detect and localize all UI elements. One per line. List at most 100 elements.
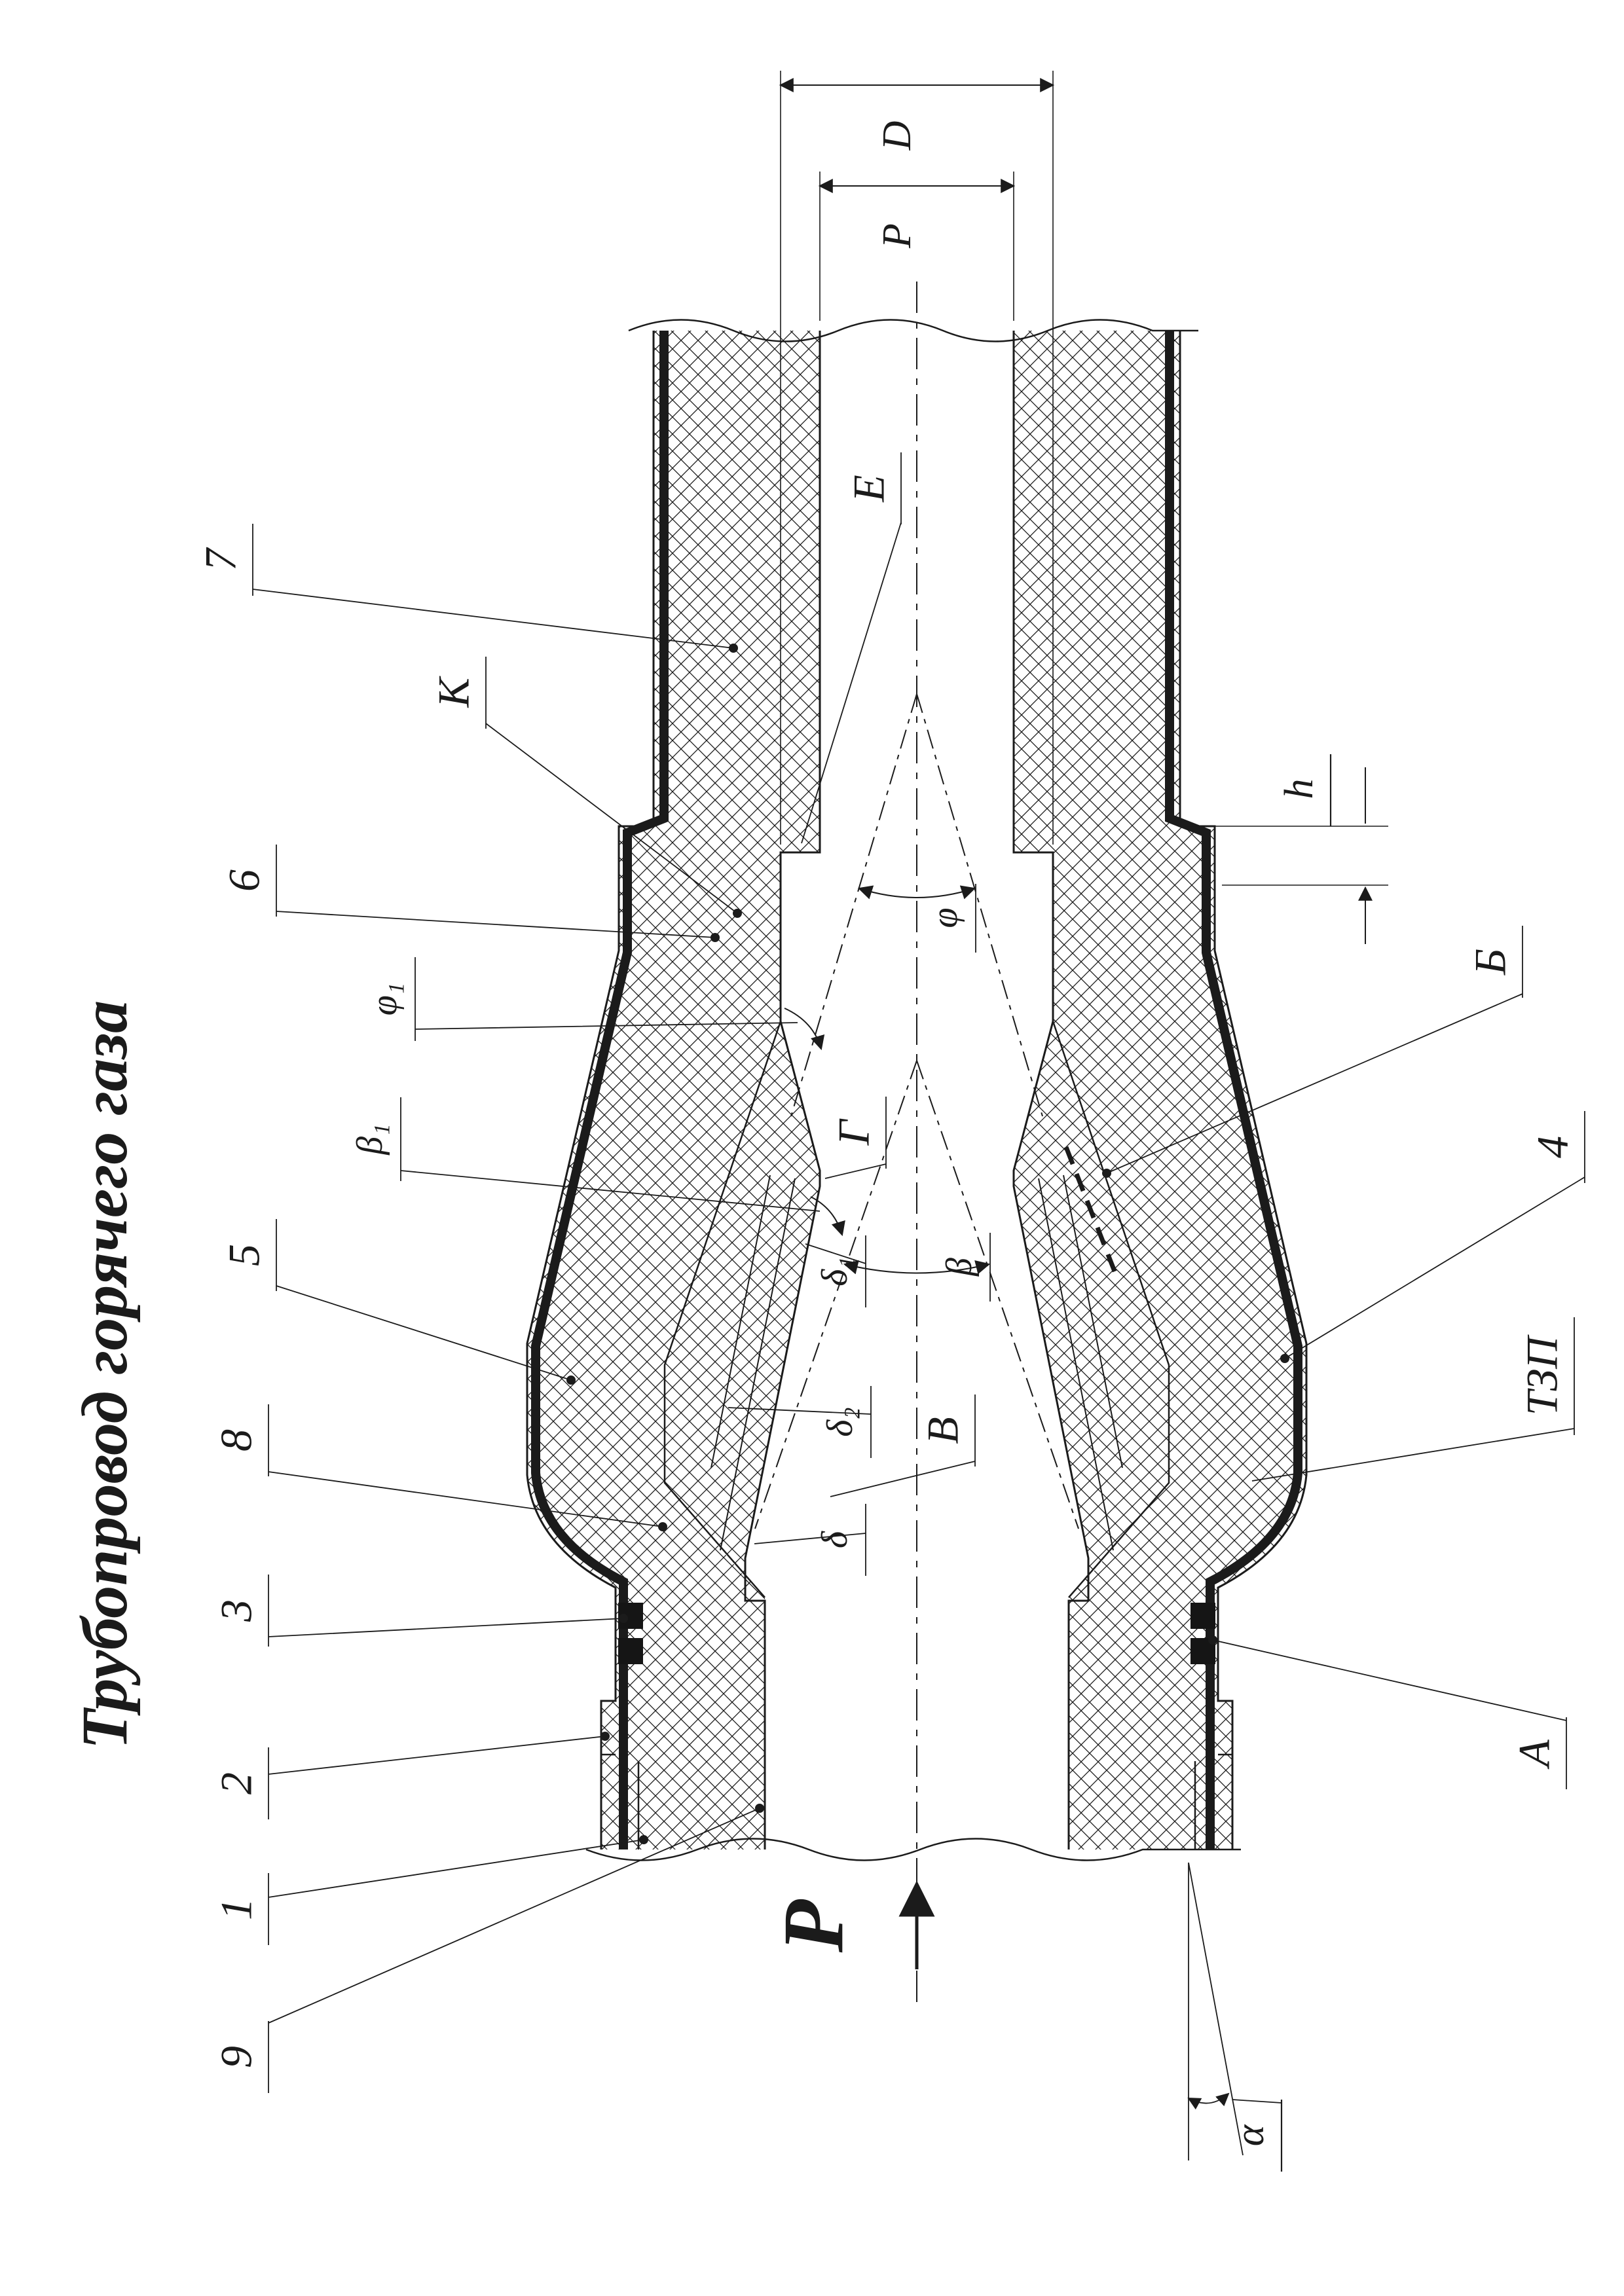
pressure-arrow: Р <box>765 1880 935 1969</box>
callout-6: 6 <box>219 869 269 892</box>
dimension-D-extensions <box>780 71 1054 845</box>
callout-delta2: δ₂ <box>820 1407 860 1437</box>
beta-cone-lines <box>754 1060 1079 1529</box>
delta-layer-lines-left <box>710 1175 796 1551</box>
alpha-leader <box>1232 2099 1282 2104</box>
tzp-liner-right <box>1165 331 1302 1850</box>
dot-K <box>733 909 742 918</box>
beta1-angle-arc <box>810 1196 845 1237</box>
dot-4 <box>1280 1354 1289 1363</box>
leader-phi1 <box>415 957 798 1041</box>
dot-8 <box>658 1522 667 1531</box>
alpha-arc <box>1187 2092 1230 2110</box>
dimension-P-extensions <box>819 172 1014 321</box>
leader-4 <box>1284 1111 1585 1359</box>
callout-delta: δ <box>815 1531 855 1548</box>
leader-tzp <box>1251 1317 1575 1482</box>
tzp-liner-left <box>531 331 669 1850</box>
leader-9 <box>268 1808 760 2093</box>
callout-phi: φ <box>925 908 965 928</box>
endcap-detail-left <box>601 1753 640 1850</box>
contours <box>526 319 1308 1861</box>
dimension-P: P <box>818 172 1016 321</box>
callout-G: Г <box>829 1118 879 1146</box>
leader-A <box>1212 1639 1567 1789</box>
callout-B: Б <box>1466 949 1515 975</box>
leader-B <box>1106 926 1523 1174</box>
leader-G <box>824 1097 887 1179</box>
callout-delta1: δ₁ <box>815 1256 855 1286</box>
leader-3 <box>268 1575 624 1647</box>
dot-6 <box>710 933 720 942</box>
seal-right-upper <box>1190 1603 1215 1629</box>
phi1-angle-arc <box>784 1008 825 1051</box>
callout-phi1: φ₁ <box>364 983 405 1015</box>
leader-1 <box>268 1839 644 1945</box>
leader-7 <box>252 524 734 649</box>
pressure-label: Р <box>765 1899 861 1953</box>
callout-2: 2 <box>212 1772 261 1795</box>
alpha-label: α <box>1228 2124 1272 2146</box>
joint-B-dashed <box>1063 1146 1120 1279</box>
dot-3 <box>619 1614 628 1623</box>
leader-2 <box>268 1736 606 1819</box>
break-line-bottom <box>585 1838 1241 1861</box>
callout-7: 7 <box>196 547 246 571</box>
callout-5: 5 <box>219 1244 269 1266</box>
leader-V <box>830 1394 976 1497</box>
shell-right-hatch <box>1014 331 1306 1850</box>
beta-angle-arc <box>843 1260 991 1275</box>
drawing-title: Трубопровод горячего газа <box>68 1000 141 1749</box>
outer-contour-right <box>1179 331 1308 1850</box>
callout-8: 8 <box>212 1429 261 1451</box>
callout-3: 3 <box>212 1599 261 1622</box>
callout-K: К <box>429 676 479 708</box>
shell-left-hatch <box>527 331 820 1850</box>
dimension-P-label: P <box>875 223 919 249</box>
callout-V: В <box>918 1417 968 1444</box>
dot-9 <box>755 1804 764 1813</box>
dot-5 <box>566 1376 576 1385</box>
callout-beta1: β₁ <box>350 1123 390 1155</box>
seal-left-lower <box>618 1638 643 1664</box>
endcap-detail-right <box>1194 1753 1232 1850</box>
leader-E <box>801 452 902 844</box>
leader-lines <box>252 452 1585 2093</box>
dimension-D-label: D <box>875 121 919 151</box>
channel-right <box>1012 331 1090 1850</box>
dot-B <box>1102 1169 1111 1178</box>
callout-9: 9 <box>212 2046 261 2068</box>
callout-A: А <box>1509 1740 1559 1770</box>
dimension-h-label: h <box>1277 779 1321 799</box>
leader-beta1 <box>400 1097 821 1212</box>
interface-right <box>1052 1021 1170 1598</box>
construction-lines <box>754 282 1244 2160</box>
callout-beta: β <box>939 1258 980 1277</box>
channel-left <box>744 331 821 1850</box>
delta-layer-lines-right <box>1038 1175 1123 1551</box>
dimension-alpha: α <box>1228 2099 1283 2172</box>
leader-delta1 <box>805 1235 866 1307</box>
break-line-top <box>628 319 1198 342</box>
dot-2 <box>600 1732 610 1741</box>
interface-left <box>663 1021 782 1598</box>
leader-5 <box>276 1219 572 1381</box>
dimension-h: h <box>1185 754 1388 944</box>
leader-K <box>485 657 738 914</box>
leader-delta2 <box>728 1386 872 1458</box>
alpha-lines <box>1188 1862 1244 2160</box>
callout-1: 1 <box>212 1898 261 1920</box>
dot-7 <box>729 644 738 653</box>
phi-angle-arc <box>857 885 976 900</box>
callout-labels: 7 К 6 φ₁ β₁ 5 8 3 2 1 9 Б 4 ТЗП А E φ Г … <box>196 475 1578 2068</box>
dot-1 <box>639 1835 648 1844</box>
dot-A <box>1208 1635 1217 1645</box>
outer-contour-left <box>526 331 655 1850</box>
leader-8 <box>268 1404 663 1527</box>
callout-tzp: ТЗП <box>1517 1334 1567 1415</box>
callout-4: 4 <box>1528 1136 1578 1158</box>
dimension-D: D <box>779 71 1055 845</box>
leader-dots <box>566 644 1289 1844</box>
